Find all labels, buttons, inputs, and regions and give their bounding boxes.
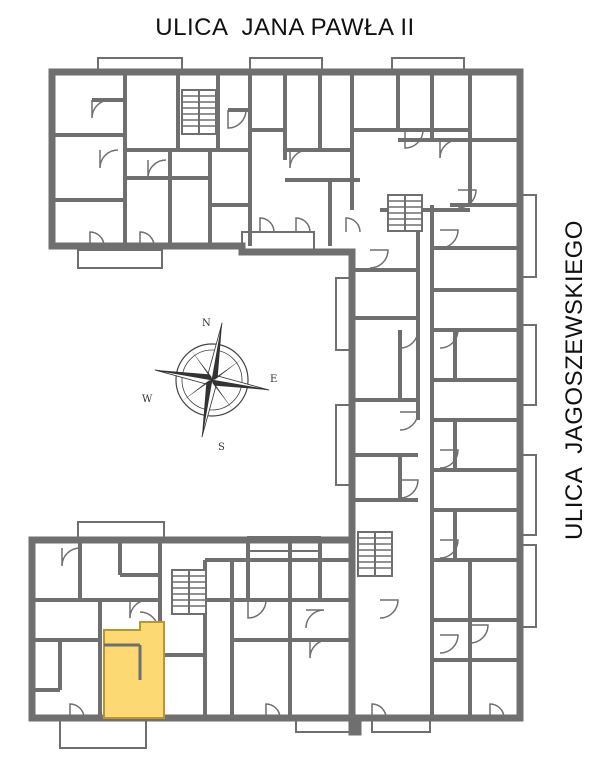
staircase-right (357, 531, 393, 577)
compass-north-label: N (202, 318, 211, 329)
street-label-right: ULICA JAGOSZEWSKIEGO (561, 220, 588, 540)
balconies (59, 57, 537, 749)
street-label-right-wrapper: ULICA JAGOSZEWSKIEGO (561, 220, 588, 540)
compass-south-label: S (218, 442, 225, 453)
highlighted-apartment[interactable] (103, 621, 165, 719)
interior-walls-right-wing (352, 205, 520, 718)
interior-walls-bottom-wing (32, 540, 352, 718)
staircase-bottom (171, 569, 207, 615)
compass-rose-icon: N E S W (142, 318, 277, 453)
street-label-top: ULICA JANA PAWŁA II (155, 14, 415, 41)
door-swings (61, 99, 505, 719)
interior-walls-top-wing (52, 72, 520, 246)
compass-west-label: W (142, 394, 153, 405)
staircases (171, 89, 423, 615)
staircase-top (181, 89, 217, 135)
compass-east-label: E (270, 374, 277, 385)
staircase-corner (387, 194, 423, 232)
